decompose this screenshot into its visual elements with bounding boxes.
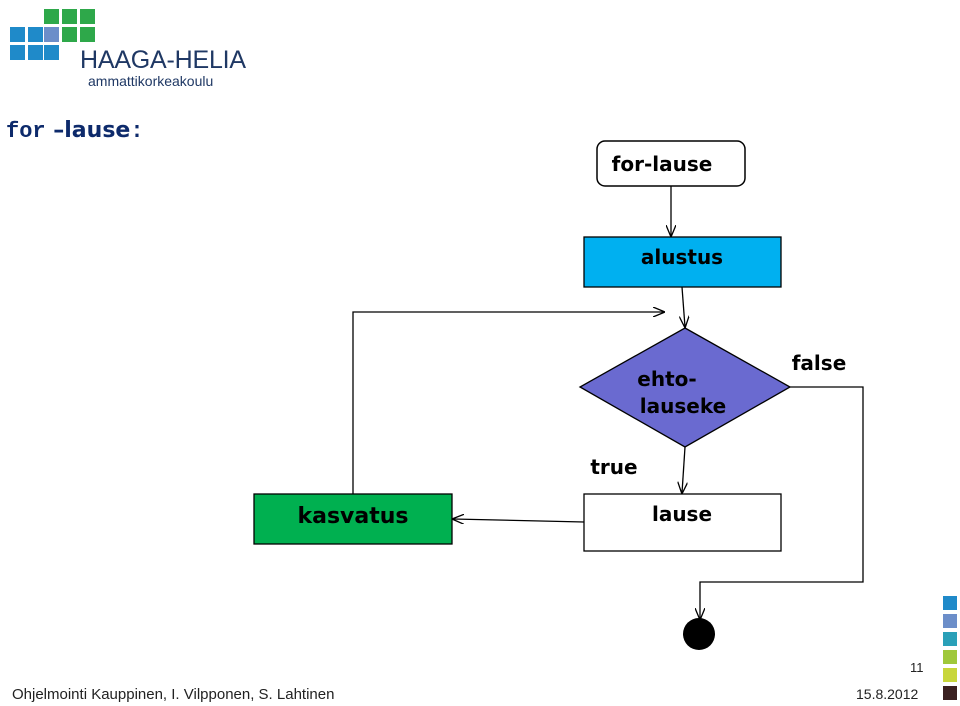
decor-square — [943, 614, 957, 628]
page-number: 11 — [910, 660, 924, 675]
start-label: for-lause — [612, 152, 713, 176]
title-rest: –lause — [45, 118, 131, 143]
false-label: false — [792, 351, 847, 375]
footer-date: 15.8.2012 — [856, 686, 919, 702]
false-branch-line — [700, 386, 864, 619]
condition-label-line1: ehto- — [637, 367, 696, 391]
title-keyword: for — [6, 119, 46, 144]
decor-square — [943, 668, 957, 682]
logo-subtitle: ammattikorkeakoulu — [88, 73, 214, 89]
condition-label-line2: lauseke — [640, 394, 726, 418]
haaga-helia-logo — [10, 9, 95, 60]
decor-square — [943, 596, 957, 610]
decorative-squares — [943, 596, 957, 704]
arrow-init-to-condition — [682, 286, 685, 327]
body-label: lause — [652, 502, 712, 526]
title-colon: : — [130, 119, 144, 144]
decor-square — [943, 686, 957, 700]
init-label: alustus — [641, 245, 723, 269]
increment-box — [253, 493, 453, 545]
true-label: true — [590, 455, 637, 479]
footer-authors: Ohjelmointi Kauppinen, I. Vilpponen, S. … — [12, 686, 335, 703]
decor-square — [943, 650, 957, 664]
loop-back-line — [352, 312, 664, 494]
body-box — [583, 493, 782, 552]
increment-label: kasvatus — [297, 504, 408, 529]
slide-title: for –lause: — [6, 118, 144, 144]
logo-name: HAAGA-HELIA — [80, 46, 246, 74]
decor-square — [943, 632, 957, 646]
arrow-condition-to-body — [682, 446, 685, 493]
arrow-body-to-increment — [453, 519, 585, 522]
end-node — [683, 618, 715, 650]
